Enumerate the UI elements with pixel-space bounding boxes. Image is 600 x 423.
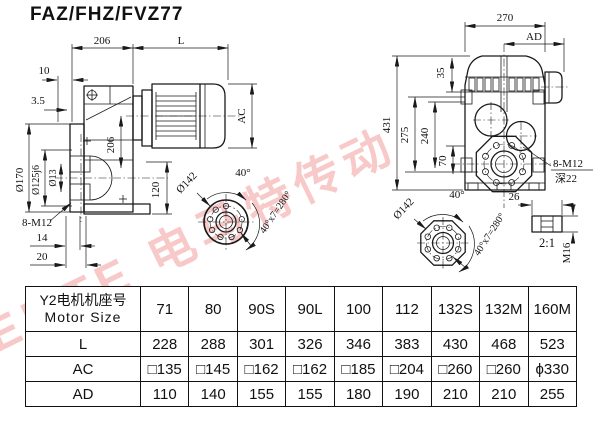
table-cell: 383	[382, 331, 432, 357]
table-cell: 326	[285, 331, 335, 357]
dim-14: 14	[37, 232, 49, 244]
motor-size-col: 80	[188, 286, 238, 332]
dim-120: 120	[150, 181, 162, 198]
table-row-AD: AD 110 140 155 155 180 190 210 210 255	[25, 381, 577, 407]
detail-scale-label: 2:1	[539, 236, 555, 250]
page-title: FAZ/FHZ/FVZ77	[30, 4, 184, 25]
table-cell: 346	[333, 331, 384, 357]
table-cell: □185	[333, 356, 384, 382]
dim-240: 240	[419, 127, 431, 144]
row-label: L	[25, 331, 141, 357]
motor-size-col: 112	[382, 286, 432, 332]
cooling-fins	[468, 77, 540, 92]
dim-AD: AD	[526, 31, 542, 43]
motor-size-col: 71	[139, 286, 190, 332]
rear-view-dimensions: 270 AD 431 275 240 35 70	[381, 12, 593, 191]
screw-marks	[83, 89, 127, 203]
table-cell: 140	[188, 381, 238, 407]
dim-280deg-left: 40°x7=280°	[258, 189, 294, 235]
dim-3p5: 3.5	[31, 95, 45, 107]
dim-10: 10	[39, 65, 51, 77]
table-cell: □162	[285, 356, 335, 382]
table-cell: 190	[382, 381, 432, 407]
row-label: AC	[25, 356, 141, 382]
dim-70: 70	[437, 155, 449, 167]
dim-dia13: Ø13	[48, 169, 59, 186]
header-label-en: Motor Size	[44, 309, 122, 325]
dim-8m12-rear: 8-M12	[553, 158, 583, 170]
motor-size-col: 160M	[527, 286, 577, 332]
dim-40deg-left: 40°	[235, 167, 250, 179]
row-label: AD	[25, 381, 141, 407]
dim-dia170: Ø170	[14, 167, 26, 192]
table-cell: □145	[188, 356, 238, 382]
dim-dia125j6: Ø125j6	[31, 165, 42, 195]
dim-8m12-side: 8-M12	[22, 217, 52, 229]
table-row-L: L 228 288 301 326 346 383 430 468 523	[25, 331, 577, 357]
motor-size-col: 100	[333, 286, 384, 332]
table-header-row: Y2电机机座号 Motor Size 71 80 90S 90L 100 112…	[25, 286, 577, 332]
dim-dia142-right: Ø142	[391, 196, 416, 222]
motor-size-col: 132S	[430, 286, 481, 332]
motor-size-col: 90S	[236, 286, 287, 332]
table-cell: 468	[479, 331, 529, 357]
table-cell: 180	[333, 381, 384, 407]
bolt-detail-2to1: 26 2:1 M16	[509, 191, 578, 263]
table-row-AC: AC □135 □145 □162 □162 □185 □204 □260 □2…	[25, 356, 577, 382]
octagon-flange	[475, 135, 533, 193]
dim-M16: M16	[561, 242, 573, 263]
dim-206-top: 206	[94, 35, 111, 47]
dim-270: 270	[497, 12, 514, 24]
dim-35: 35	[435, 67, 447, 79]
rear-flange-face-view: Ø142 40° 40°x7=280°	[391, 189, 508, 273]
table-cell: □162	[236, 356, 287, 382]
table-cell: 255	[527, 381, 577, 407]
side-flange-face-view: Ø142 40° 40°x7=280°	[174, 167, 294, 251]
dim-26: 26	[509, 191, 521, 203]
table-cell: 228	[139, 331, 190, 357]
dim-depth22: 深22	[555, 172, 577, 185]
dim-20: 20	[37, 251, 49, 263]
table-cell: ϕ330	[527, 356, 577, 382]
motor-size-col: 90L	[285, 286, 335, 332]
motor-size-table: Y2电机机座号 Motor Size 71 80 90S 90L 100 112…	[25, 286, 577, 407]
table-cell: 523	[527, 331, 577, 357]
motor-size-header-cell: Y2电机机座号 Motor Size	[25, 286, 141, 332]
dim-AC: AC	[236, 108, 248, 123]
table-cell: 288	[188, 331, 238, 357]
table-cell: 430	[430, 331, 481, 357]
table-cell: □260	[479, 356, 529, 382]
dim-431: 431	[381, 117, 393, 134]
table-cell: 210	[430, 381, 481, 407]
dim-L: L	[178, 35, 185, 47]
table-cell: 110	[139, 381, 190, 407]
table-cell: □260	[430, 356, 481, 382]
table-cell: 301	[236, 331, 287, 357]
header-label-cn: Y2电机机座号	[39, 291, 127, 308]
table-cell: □204	[382, 356, 432, 382]
dim-280deg-right: 40°x7=280°	[472, 211, 508, 258]
technical-drawing: 206 L 10 3.5 Ø170 Ø125j6 Ø13 8-M1	[14, 12, 593, 273]
dim-275: 275	[399, 126, 411, 143]
table-cell: 155	[285, 381, 335, 407]
side-view-dimensions: 206 L 10 3.5 Ø170 Ø125j6 Ø13 8-M1	[14, 35, 257, 268]
dim-dia142-left: Ø142	[174, 170, 199, 196]
table-cell: 155	[236, 381, 287, 407]
motor-size-col: 132M	[479, 286, 529, 332]
table-cell: 210	[479, 381, 529, 407]
dim-40deg-right: 40°	[449, 189, 464, 201]
dim-206-vertical: 206	[105, 136, 117, 153]
table-cell: □135	[139, 356, 190, 382]
side-view: 206 L 10 3.5 Ø170 Ø125j6 Ø13 8-M1	[14, 35, 294, 268]
rear-view: 270 AD 431 275 240 35 70	[381, 12, 593, 273]
